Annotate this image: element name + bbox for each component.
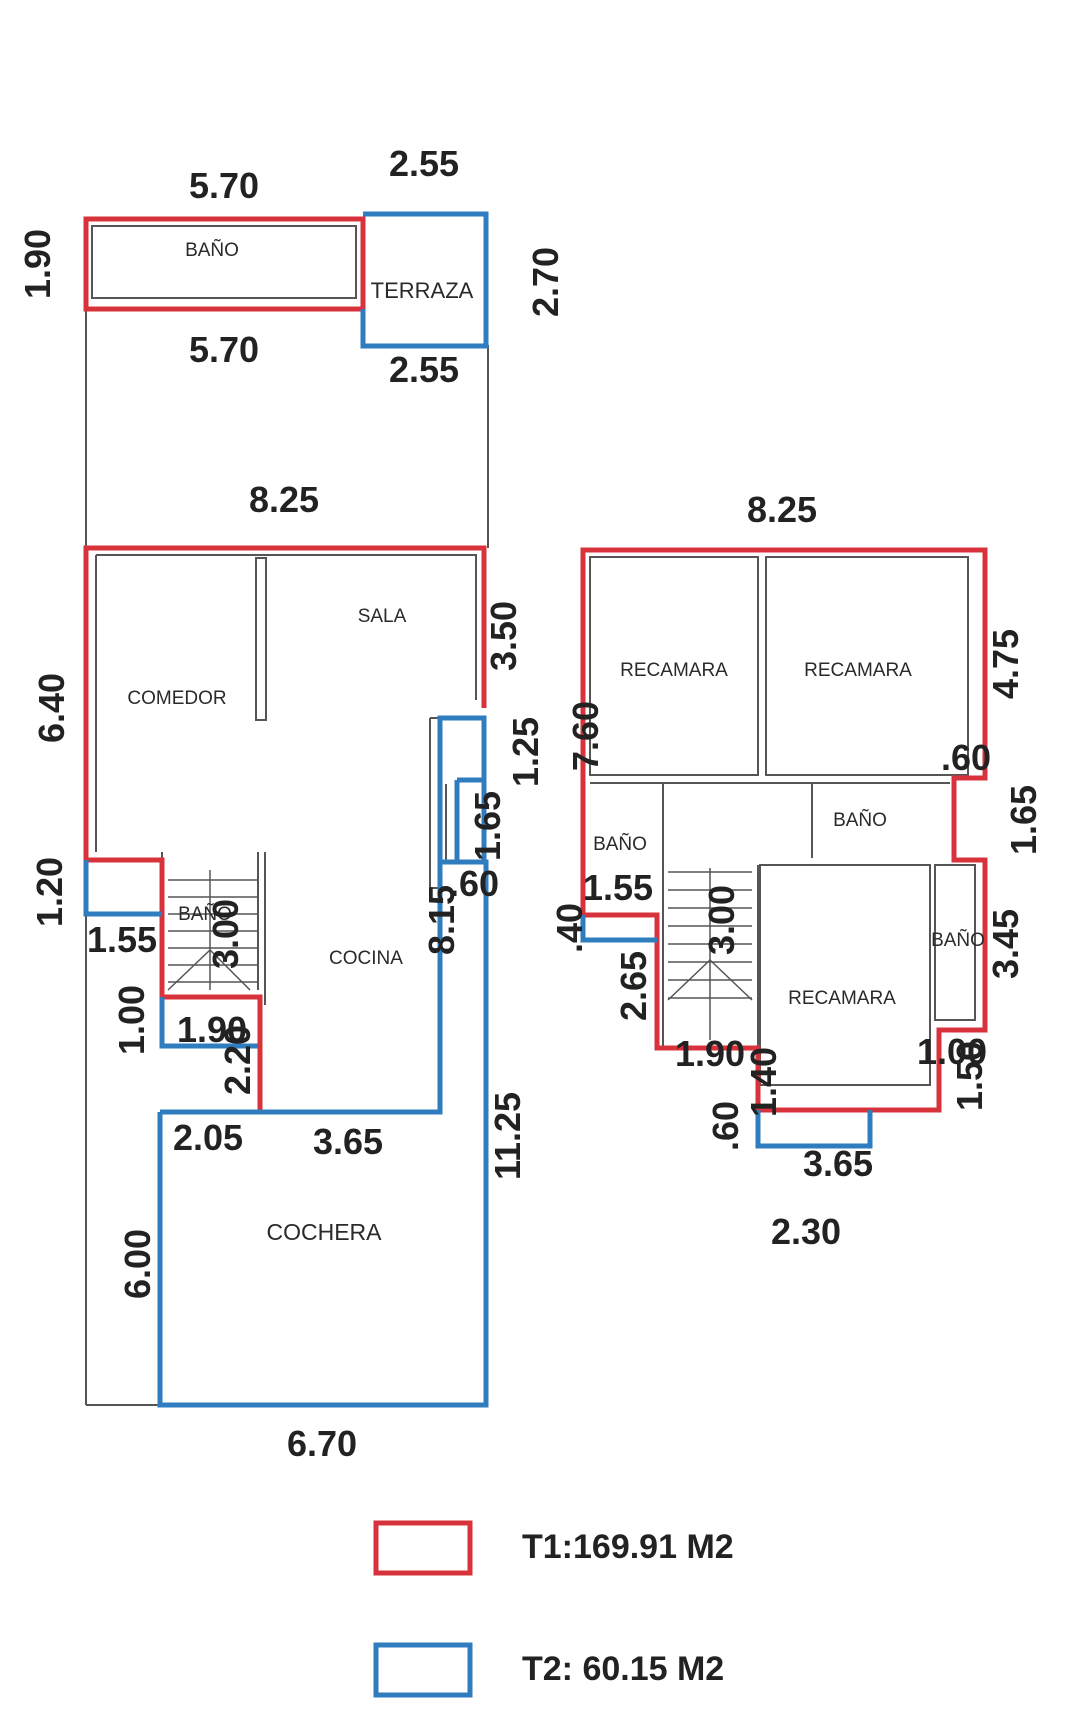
room-label-terraza: TERRAZA [371,278,474,303]
dim-150: 1.50 [949,1041,990,1111]
dim-255-top: 2.55 [389,143,459,184]
dim-345: 3.45 [985,909,1026,979]
dim-060-bottom: .60 [705,1101,746,1151]
legend-label-t2: T2: 60.15 M2 [522,1650,724,1688]
upper-t2-outline [580,915,873,1149]
upper-floor-walls [589,556,976,1110]
dim-100-upper: 1.00 [917,1031,987,1072]
dim-125: 1.25 [505,717,546,787]
dim-120: 1.20 [29,857,70,927]
ground-stairs [167,870,258,991]
dim-640: 6.40 [31,673,72,743]
upper-t1-outline [580,547,988,1113]
dim-300-upper: 3.00 [701,885,742,955]
dim-040: .40 [549,903,590,953]
dim-205: 2.05 [173,1117,243,1158]
dim-220: 2.20 [217,1025,258,1095]
dim-190-ground: 1.90 [177,1009,247,1050]
dim-230: 2.30 [771,1211,841,1252]
room-label-bano-ground: BAÑO [178,903,232,925]
room-label-bano-top: BAÑO [185,239,239,261]
dim-060-ground: .60 [449,863,499,904]
dim-1125: 11.25 [487,1092,528,1180]
dim-670: 6.70 [287,1423,357,1464]
room-label-sala: SALA [358,606,407,627]
ground-t2-outline [83,211,489,1408]
room-label-recamara-3: RECAMARA [788,988,896,1009]
dim-060-upper: .60 [941,737,991,778]
dim-165-upper: 1.65 [1003,785,1044,855]
ground-t1-outline [83,216,487,1112]
room-label-bano-upper-3: BAÑO [931,929,985,951]
dim-155-upper: 1.55 [583,867,653,908]
room-label-bano-upper-1: BAÑO [593,833,647,855]
legend-swatch-t2 [373,1642,473,1698]
dim-570-mid: 5.70 [189,329,259,370]
dim-140: 1.40 [743,1047,784,1117]
dim-190-upper: 1.90 [675,1033,745,1074]
dim-825-ground: 8.25 [249,479,319,520]
dim-600: 6.00 [117,1229,158,1299]
legend-swatch-t1 [373,1520,473,1576]
dim-825-upper: 8.25 [747,489,817,530]
dim-270-side: 2.70 [525,247,566,317]
room-label-recamara-1: RECAMARA [620,660,728,681]
dim-365-upper: 3.65 [803,1143,873,1184]
dim-190-side: 1.90 [17,229,58,299]
dim-265: 2.65 [613,951,654,1021]
upper-stairs [667,868,753,1040]
dim-155-ground: 1.55 [87,919,157,960]
dim-815: 8.15 [421,885,462,955]
legend-label-t1: T1:169.91 M2 [522,1528,734,1566]
room-label-bano-upper-2: BAÑO [833,809,887,831]
dim-760: 7.60 [565,701,606,771]
dim-570-top: 5.70 [189,165,259,206]
dim-300-ground: 3.00 [205,899,246,969]
dim-475: 4.75 [985,629,1026,699]
dim-365-ground: 3.65 [313,1121,383,1162]
dim-350: 3.50 [483,601,524,671]
dim-100-ground: 1.00 [111,985,152,1055]
room-label-cocina: COCINA [329,948,403,969]
room-label-comedor: COMEDOR [127,688,226,709]
dim-255-mid: 2.55 [389,349,459,390]
dim-165-ground: 1.65 [467,791,508,861]
room-label-recamara-2: RECAMARA [804,660,912,681]
room-label-cochera: COCHERA [266,1219,382,1245]
